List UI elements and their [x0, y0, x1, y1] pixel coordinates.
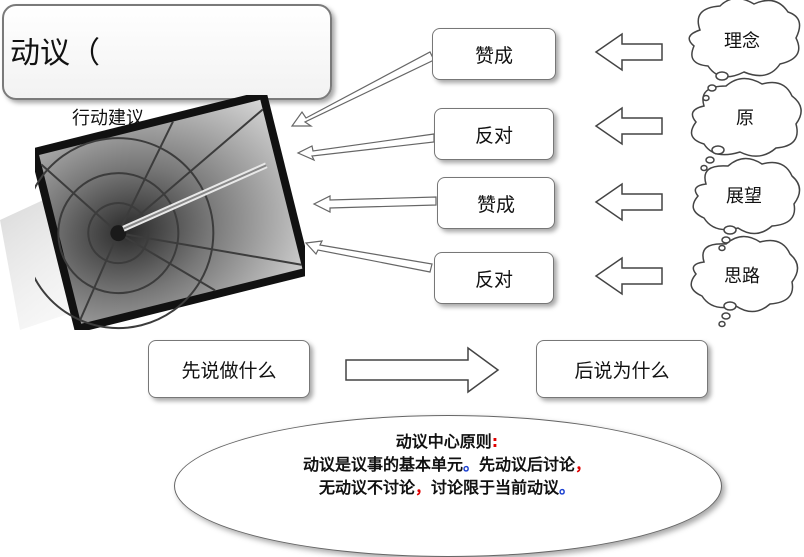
principle-heading: 动议中心原则	[395, 432, 492, 451]
cloud-shape-2	[690, 77, 802, 157]
left-arrow-2	[594, 106, 663, 146]
option-label-2: 反对	[474, 124, 513, 147]
arrows-layer	[290, 0, 802, 394]
connector-arrow-1	[290, 51, 435, 127]
principle-text: 动议中心原则: 动议是议事的基本单元。先动议后讨论， 无动议不讨论，讨论限于当前…	[174, 430, 720, 499]
cloud-shape-1	[688, 0, 801, 78]
dartboard-photo	[35, 95, 305, 330]
cloud-shape-3	[692, 157, 801, 235]
left-arrow-4	[594, 256, 663, 296]
flow-left-box: 先说做什么	[148, 340, 310, 398]
option-label-1: 赞成	[474, 44, 513, 67]
cloud-label-2: 原	[736, 108, 754, 129]
bubble	[715, 71, 729, 81]
option-box-1: 赞成	[432, 28, 556, 80]
left-arrow-1	[594, 32, 663, 72]
cloud-shape-4	[690, 235, 799, 313]
connector-arrow-3	[312, 195, 437, 213]
flow-arrow	[345, 346, 500, 394]
option-label-3: 赞成	[476, 193, 515, 216]
principle-line-3: 无动议不讨论，讨论限于当前动议。	[318, 478, 576, 497]
title-text: 动议（	[10, 36, 100, 71]
flow-right-label: 后说为什么	[574, 359, 670, 382]
option-box-2: 反对	[434, 108, 554, 160]
title-box	[2, 4, 332, 100]
connector-arrow-4	[304, 240, 433, 273]
left-arrow-3	[594, 182, 663, 222]
principle-line-2: 动议是议事的基本单元。先动议后讨论，	[302, 455, 592, 474]
principle-heading-line: 动议中心原则:	[174, 430, 720, 453]
option-label-4: 反对	[474, 268, 513, 291]
cloud-label-1: 理念	[724, 31, 760, 52]
principle-colon: :	[491, 432, 499, 451]
subtitle: 行动建议	[72, 108, 144, 129]
cloud-label-4: 思路	[724, 266, 760, 287]
connector-arrow-2	[296, 133, 435, 162]
flow-right-box: 后说为什么	[536, 340, 708, 398]
option-box-4: 反对	[434, 252, 554, 304]
option-box-3: 赞成	[437, 177, 555, 229]
cloud-label-3: 展望	[726, 186, 762, 207]
flow-left-label: 先说做什么	[181, 359, 277, 382]
